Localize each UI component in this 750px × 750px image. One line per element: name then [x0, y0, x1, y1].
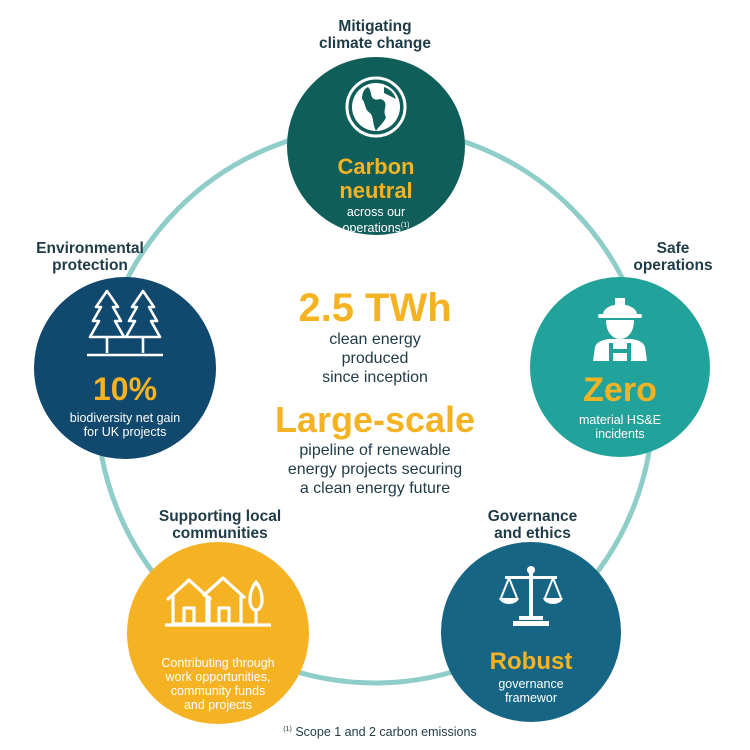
climate-stat: Carbon neutral [337, 154, 415, 203]
climate-circle: Carbon neutral across our operations(1) [287, 57, 465, 235]
footnote-marker: (1) [283, 725, 292, 733]
community-desc: Contributing through work opportunities,… [161, 656, 275, 712]
environment-desc: biodiversity net gain for UK projects [69, 411, 181, 439]
houses-icon [165, 576, 271, 627]
climate-desc: across our operations(1) [342, 205, 410, 236]
pipeline-desc-line: energy projects securing [287, 461, 463, 478]
twh-desc-line: clean energy [329, 331, 421, 348]
twh-desc-line: produced [341, 350, 409, 367]
environment-stat: 10% [92, 371, 158, 407]
governance-desc: governance framewor [498, 677, 564, 705]
pipeline-block: Large-scale pipeline of renewable energy… [235, 399, 515, 498]
trees-icon [87, 289, 163, 357]
governance-caption: Governance and ethics [487, 508, 578, 542]
twh-desc-line: since inception [322, 369, 428, 386]
community-circle: Contributing through work opportunities,… [127, 542, 309, 724]
twh-block: 2.5 TWh clean energy produced since ince… [260, 286, 490, 387]
community-caption: Supporting local communities [158, 508, 282, 542]
footnote-marker: (1) [400, 222, 410, 229]
scales-icon [499, 566, 563, 626]
climate-caption: Mitigating climate change [319, 18, 431, 52]
safe-stat: Zero [583, 371, 657, 409]
governance-stat: Robust [489, 648, 573, 675]
safe-caption: Safe operations [633, 240, 713, 274]
footnote-text: Scope 1 and 2 carbon emissions [295, 725, 477, 739]
pipeline-desc-line: a clean energy future [299, 480, 451, 497]
globe-icon [345, 76, 407, 138]
twh-value: 2.5 TWh [298, 286, 452, 330]
pipeline-title: Large-scale [274, 399, 476, 440]
safe-desc: material HS&E incidents [579, 413, 661, 441]
governance-circle: Robust governance framewor [441, 542, 621, 722]
footnote: (1) Scope 1 and 2 carbon emissions [240, 725, 520, 739]
safe-circle: Zero material HS&E incidents [530, 277, 710, 457]
pipeline-desc-line: pipeline of renewable [299, 442, 451, 459]
environment-caption: Environmental protection [36, 240, 144, 274]
environment-circle: 10% biodiversity net gain for UK project… [34, 277, 216, 459]
hard-hat-worker-icon [593, 298, 647, 361]
